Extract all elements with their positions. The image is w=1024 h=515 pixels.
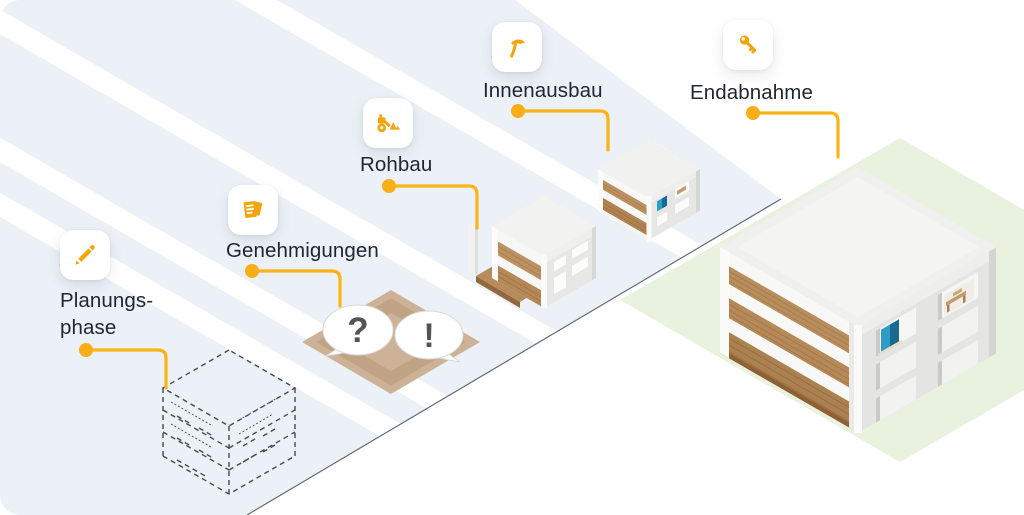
plane-edge-line [246,198,782,515]
excavator-icon [377,114,401,133]
svg-text:?: ? [347,311,368,350]
question-bubble: ? [322,304,394,357]
shell-building-illustration [468,196,596,309]
phase-label-genehmigungen: Genehmigungen [226,239,379,262]
hammer-icon [510,39,525,58]
connector-dot-genehmigungen [245,264,259,278]
connector-genehmigungen [245,264,342,308]
phase-label-line: Planungs- [60,289,154,312]
phase-label-rohbau: Rohbau [360,153,433,176]
connector-planungsphase [79,343,168,390]
exclamation-bubble: ! [394,310,464,363]
svg-text:!: ! [423,317,434,355]
phase-card-endabnahme [723,20,773,70]
connector-dot-planungsphase [79,343,93,357]
connector-dot-rohbau [382,179,396,193]
phase-label-line: phase [60,316,117,340]
documents-icon [243,199,265,218]
finished-building-illustration [720,167,996,433]
pencil-icon [75,245,95,265]
connector-dot-endabnahme [746,106,760,120]
phase-label-planungsphase: Planungs- phase [60,287,153,341]
connectors [79,104,840,390]
phase-card-genehmigungen [228,185,278,235]
key-icon [739,35,757,54]
phase-card-planungsphase [60,230,110,280]
connector-innenausbau [511,104,610,152]
phase-label-innenausbau: Innenausbau [483,79,603,102]
phase-label-endabnahme: Endabnahme [690,81,813,104]
wireframe-building-illustration [161,349,297,495]
connector-endabnahme [746,106,840,159]
connector-dot-innenausbau [511,104,525,118]
fitout-building-illustration [598,140,700,242]
construction-plot-illustration: ? ! [302,290,480,394]
connector-rohbau [382,179,479,230]
phase-card-rohbau [363,98,413,148]
phase-card-innenausbau [492,22,542,72]
